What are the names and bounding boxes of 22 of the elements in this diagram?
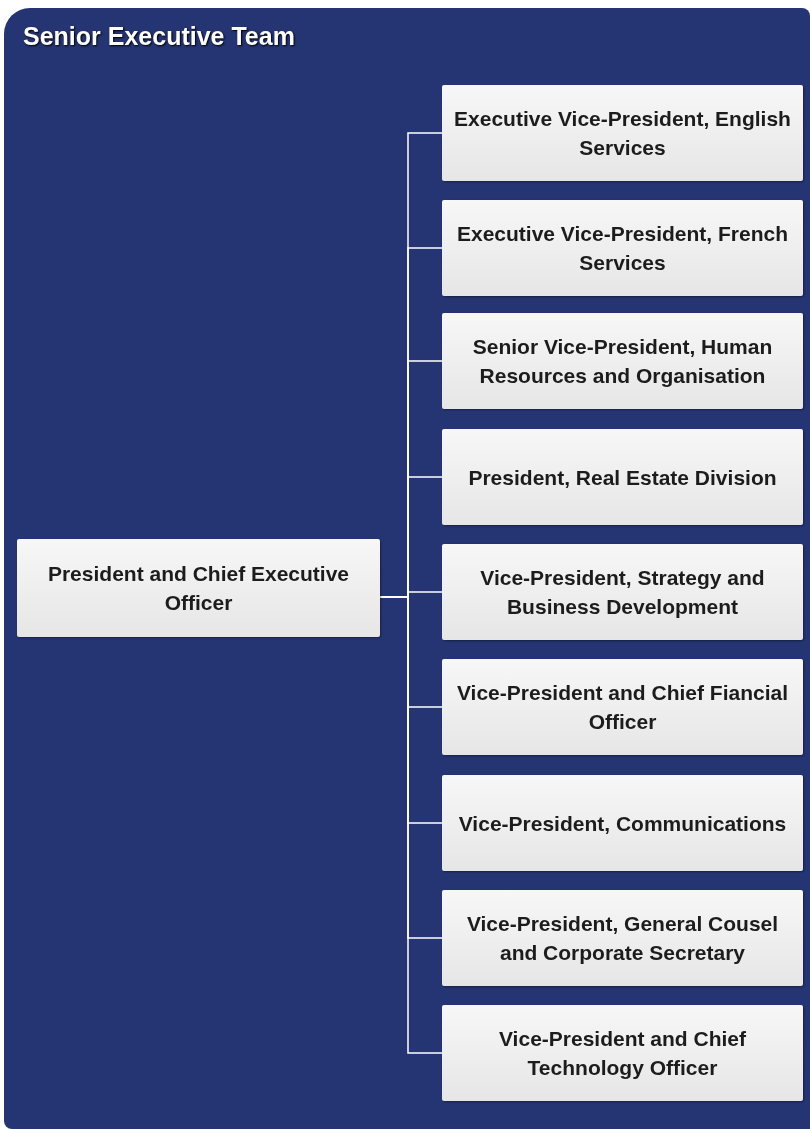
- role-box: [442, 429, 803, 525]
- role-title: Vice-President and Chief Technology Officer: [498, 1026, 747, 1081]
- role-title: Vice-President, Communications: [458, 810, 787, 837]
- role-title: Vice-President and Chief Fiancial Officer: [455, 680, 790, 735]
- role-title: Executive Vice-President, English Services: [453, 106, 792, 161]
- role-box: [442, 200, 803, 296]
- panel: [4, 8, 810, 1129]
- role-box: [442, 1005, 803, 1101]
- role-box: [442, 890, 803, 986]
- role-box: [442, 775, 803, 871]
- role-box: [442, 659, 803, 755]
- role-box: [442, 313, 803, 409]
- panel-title: Senior Executive Team: [23, 21, 295, 52]
- role-title: Vice-President, Strategy and Business Development: [479, 565, 766, 620]
- role-box: [17, 539, 380, 637]
- role-box: [442, 85, 803, 181]
- role-title: Senior Vice-President, Human Resources and Organisation: [471, 334, 774, 389]
- role-title: President and Chief Executive Officer: [46, 561, 351, 616]
- role-title: President, Real Estate Division: [468, 464, 777, 491]
- role-box: [442, 544, 803, 640]
- role-title: Vice-President, General Cousel and Corporate Secretary: [465, 911, 780, 966]
- role-title: Executive Vice-President, French Services: [455, 221, 790, 276]
